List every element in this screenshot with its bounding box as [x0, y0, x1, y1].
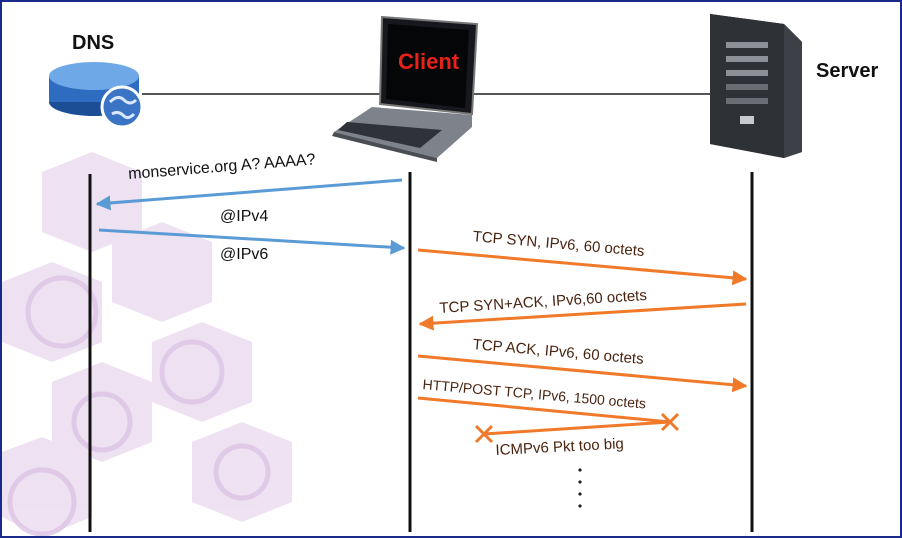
dns-query-arrow	[95, 178, 403, 211]
server-label: Server	[816, 60, 879, 82]
client-laptop-icon	[332, 15, 479, 162]
icmpv6-return-line	[483, 420, 671, 436]
background-pattern	[2, 152, 292, 536]
ipv4-response-label: @IPv4	[220, 208, 269, 225]
continuation-dots	[578, 468, 582, 508]
tcp-synack-arrow	[418, 302, 747, 331]
dns-database-icon	[49, 62, 144, 129]
tcp-syn-arrow	[417, 248, 748, 286]
dns-label: DNS	[72, 32, 115, 54]
client-label: Client	[398, 49, 460, 74]
ipv6-response-label: @IPv6	[220, 246, 269, 263]
tcp-ack-arrow	[417, 354, 748, 393]
http-post-line	[417, 396, 671, 424]
dns-response-arrow	[98, 228, 406, 255]
server-tower-icon	[710, 14, 802, 158]
